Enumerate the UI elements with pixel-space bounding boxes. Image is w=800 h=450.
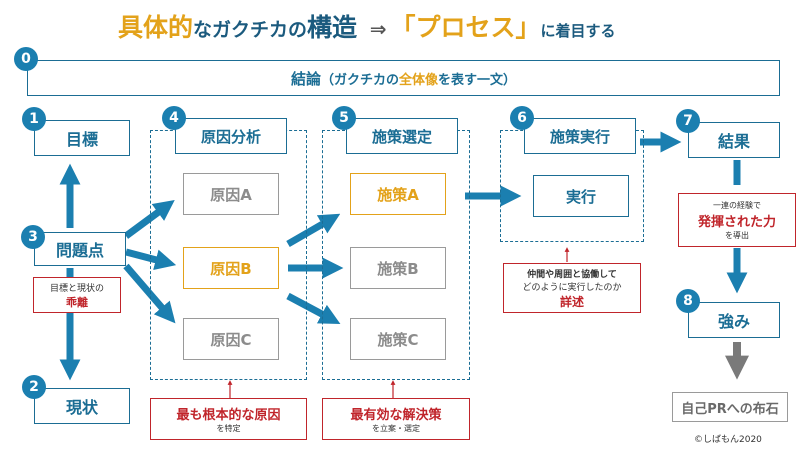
execute-label: 実行 xyxy=(565,187,596,206)
arrow-problem-to-cause-b xyxy=(125,248,177,270)
execution-note-line3: 詳述 xyxy=(559,294,584,309)
measure-c-label: 施策C xyxy=(377,330,419,349)
problem-box: 問題点 xyxy=(34,232,126,266)
arrow-problem-to-cause-c xyxy=(123,263,176,324)
strength-label: 強み xyxy=(717,312,750,331)
arrow-problem-to-cause-a xyxy=(123,200,175,239)
execution-box: 施策実行 xyxy=(524,118,636,154)
goal-label: 目標 xyxy=(65,130,98,149)
measure-c-box: 施策C xyxy=(350,318,446,360)
title-part5: に着目する xyxy=(540,22,616,40)
step-number-6: 6 xyxy=(510,106,534,130)
step-number-2: 2 xyxy=(22,375,46,399)
conclusion-box: 結論（ガクチカの全体像を表す一文） xyxy=(27,60,780,96)
strength-box: 強み xyxy=(688,302,780,338)
cause-c-label: 原因C xyxy=(210,330,252,349)
root-cause-line2: を特定 xyxy=(216,424,241,433)
current-box: 現状 xyxy=(34,388,130,424)
problem-label: 問題点 xyxy=(55,241,104,260)
gap-note-line2: 乖離 xyxy=(66,295,88,309)
arrow-cause-b-to-measure-a xyxy=(286,213,341,248)
analysis-box: 原因分析 xyxy=(175,118,287,154)
result-label: 結果 xyxy=(717,132,750,151)
self-pr-box: 自己PRへの布石 xyxy=(672,392,788,422)
measure-b-box: 施策B xyxy=(350,247,446,289)
gap-note-line1: 目標と現状の xyxy=(49,283,104,294)
measure-a-box: 施策A xyxy=(350,173,446,215)
cause-a-box: 原因A xyxy=(183,173,279,215)
step-number-1: 1 xyxy=(22,107,46,131)
result-note: 一連の経験で 発揮された力 を導出 xyxy=(678,193,796,247)
execution-note-line1: 仲間や周囲と協働して xyxy=(527,269,617,280)
gap-note: 目標と現状の 乖離 xyxy=(33,277,121,313)
title-part3: 構造 xyxy=(307,13,358,42)
arrow-cause-b-to-measure-c xyxy=(286,292,341,324)
best-solution-note: 最有効な解決策 を立案・選定 xyxy=(322,398,470,440)
result-note-line2: 発揮された力 xyxy=(697,214,776,230)
execution-note-line2: どのように実行したのか xyxy=(522,282,622,293)
best-solution-line1: 最有効な解決策 xyxy=(350,408,442,423)
conclusion-paren: （ガクチカの xyxy=(320,72,399,88)
page-title: 具体的なガクチカの構造 ⇒「プロセス」に着目する xyxy=(118,8,616,44)
conclusion-label: 結論 xyxy=(290,69,321,88)
title-part2: なガクチカの xyxy=(193,19,308,41)
cause-b-label: 原因B xyxy=(210,259,252,278)
current-label: 現状 xyxy=(65,398,98,417)
root-cause-note: 最も根本的な原因 を特定 xyxy=(150,398,307,440)
measure-a-label: 施策A xyxy=(377,185,419,204)
result-note-line1: 一連の経験で xyxy=(713,200,761,210)
step-number-5: 5 xyxy=(332,106,356,130)
step-number-8: 8 xyxy=(676,289,700,313)
title-arrow: ⇒ xyxy=(369,17,387,41)
self-pr-label: 自己PRへの布石 xyxy=(681,401,779,417)
step-number-3: 3 xyxy=(21,225,45,249)
step-number-7: 7 xyxy=(676,109,700,133)
root-cause-line1: 最も根本的な原因 xyxy=(176,408,281,423)
step-number-0: 0 xyxy=(14,47,38,71)
conclusion-rest: を表す一文） xyxy=(438,72,517,88)
execution-note: 仲間や周囲と協働して どのように実行したのか 詳述 xyxy=(503,263,641,313)
step-number-4: 4 xyxy=(162,106,186,130)
title-part1: 具体的 xyxy=(118,13,194,42)
selection-box: 施策選定 xyxy=(346,118,458,154)
measure-b-label: 施策B xyxy=(377,259,419,278)
conclusion-highlight: 全体像 xyxy=(399,72,439,88)
selection-label: 施策選定 xyxy=(371,127,432,146)
execution-label: 施策実行 xyxy=(549,127,610,146)
execute-box: 実行 xyxy=(533,175,629,217)
result-note-line3: を導出 xyxy=(725,230,749,240)
goal-box: 目標 xyxy=(34,120,130,156)
cause-b-box: 原因B xyxy=(183,247,279,289)
cause-c-box: 原因C xyxy=(183,318,279,360)
title-part4: 「プロセス」 xyxy=(390,13,541,42)
analysis-label: 原因分析 xyxy=(200,127,261,146)
best-solution-line2: を立案・選定 xyxy=(372,424,420,433)
credit-text: ©しばもん2020 xyxy=(694,435,762,445)
result-box: 結果 xyxy=(688,122,780,158)
cause-a-label: 原因A xyxy=(210,185,252,204)
